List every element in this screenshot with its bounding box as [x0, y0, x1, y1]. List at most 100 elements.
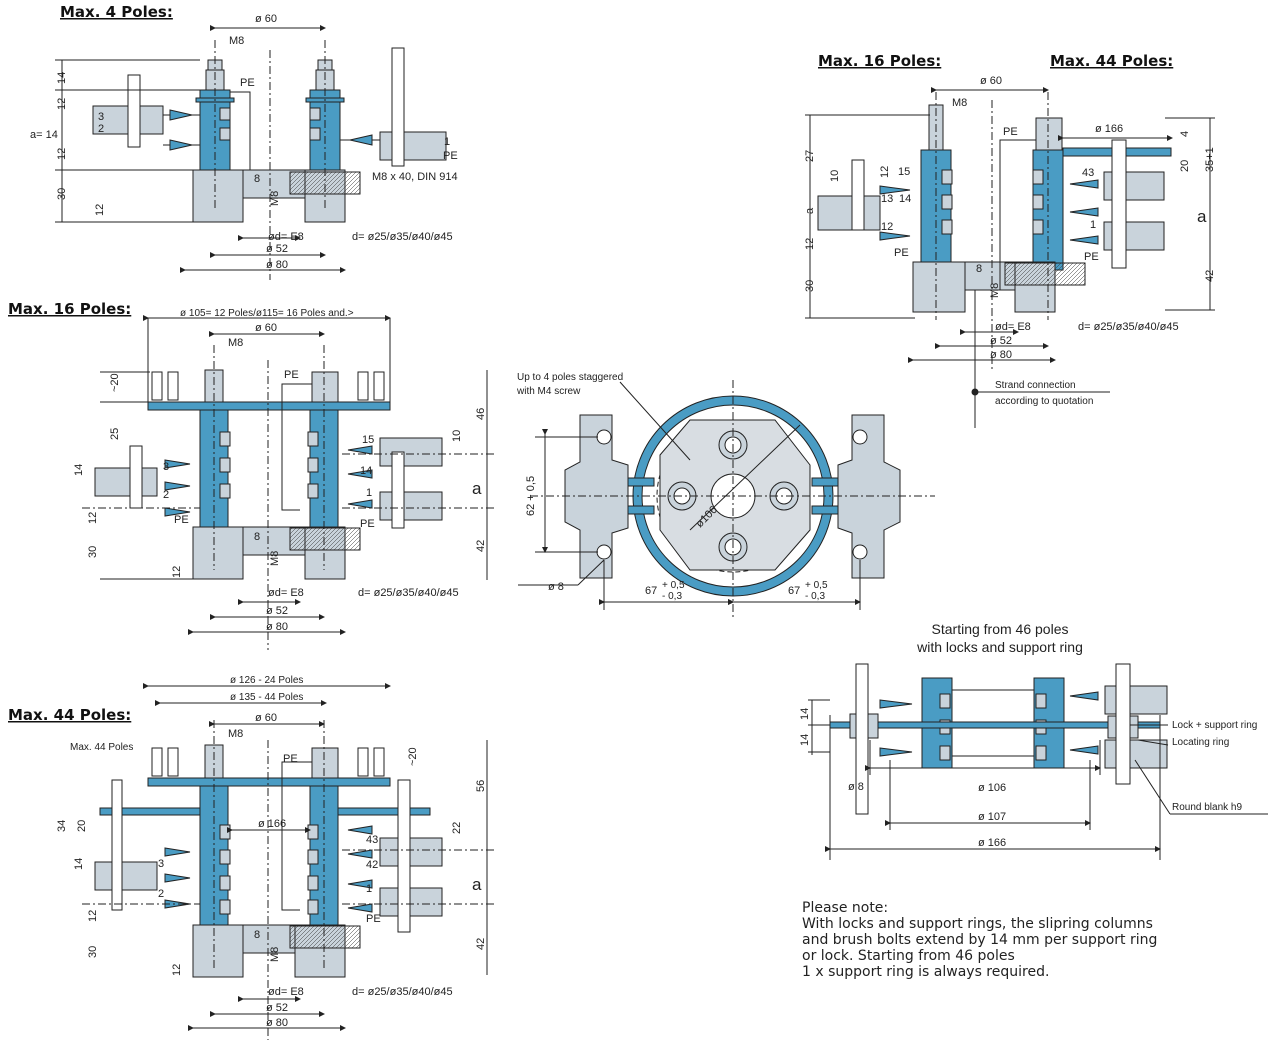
- label-round-blank: Round blank h9: [1172, 802, 1242, 813]
- dim-14-16: 14: [73, 464, 85, 476]
- dim-67-left: 67: [645, 585, 657, 597]
- tol-minus-right: - 0,3: [805, 591, 825, 602]
- dim-10-top: 10: [829, 170, 841, 182]
- drawing-max16-max44-top: [805, 87, 1215, 428]
- section-title-max4: Max. 4 Poles:: [60, 3, 173, 21]
- tol-plus-left: + 0,5: [662, 580, 685, 591]
- labels-support-ring: Lock + support ring Locating ring Round …: [799, 708, 1257, 849]
- label-lock-support: Lock + support ring: [1172, 720, 1257, 731]
- drawing-support-ring: [808, 663, 1268, 860]
- terminal-15-16: 15: [362, 434, 374, 446]
- terminal-3-44: 3: [158, 858, 164, 870]
- dim-a14: a= 14: [30, 129, 58, 141]
- dim-d-values-16: d= ø25/ø35/ø40/ø45: [358, 587, 459, 599]
- terminal-43-44: 43: [366, 834, 378, 846]
- drawing-max4-poles: [55, 25, 447, 280]
- dim-35: 35+1: [1204, 147, 1216, 172]
- labels-max44: ø 126 - 24 Poles ø 135 - 44 Poles ø 60 M…: [56, 675, 487, 1029]
- terminal-42-44: 42: [366, 859, 378, 871]
- dim-d-values: d= ø25/ø35/ø40/ø45: [352, 231, 453, 243]
- dim-12-16: 12: [87, 512, 99, 524]
- dim-20-16: ~20: [109, 373, 121, 392]
- dim-22-44: 22: [451, 822, 463, 834]
- dim-14-ring-b: 14: [799, 734, 811, 746]
- dim-8-16: 8: [254, 531, 260, 543]
- dim-12b-44: 12: [171, 964, 183, 976]
- dim-30-16: 30: [87, 546, 99, 558]
- terminal-2: 2: [98, 123, 104, 135]
- ring-title: Starting from 46 poles with locks and su…: [916, 621, 1083, 655]
- terminal-14-top: 14: [899, 193, 911, 205]
- terminal-3-16: 3: [163, 461, 169, 473]
- dim-34-44: 34: [56, 820, 68, 832]
- dim-30-44: 30: [87, 946, 99, 958]
- terminal-3: 3: [98, 111, 104, 123]
- dim-d52-44: ø 52: [266, 1002, 288, 1014]
- strand-quotation: according to quotation: [995, 396, 1093, 407]
- dim-a-16: a: [472, 479, 482, 498]
- dim-d8-top: ø 8: [548, 581, 564, 593]
- dim-12-top: 12: [56, 98, 68, 110]
- label-max44-poles: Max. 44 Poles: [70, 742, 133, 753]
- dim-d126: ø 126 - 24 Poles: [230, 675, 303, 686]
- dim-d60-16: ø 60: [255, 322, 277, 334]
- dim-20b-44: 20: [76, 820, 88, 832]
- dim-od-e8-top: ød= E8: [995, 321, 1031, 333]
- dim-d105: ø 105= 12 Poles/ø115= 16 Poles and.>: [180, 308, 354, 319]
- terminal-2-44: 2: [158, 888, 164, 900]
- dim-d52-top: ø 52: [990, 335, 1012, 347]
- dim-d-values-44: d= ø25/ø35/ø40/ø45: [352, 986, 453, 998]
- terminal-2-16: 2: [163, 489, 169, 501]
- dim-12-mid: 12: [56, 148, 68, 160]
- dim-d8-ring: ø 8: [848, 781, 864, 793]
- dim-8-44: 8: [254, 929, 260, 941]
- screw-spec: M8 x 40, DIN 914: [372, 171, 458, 183]
- label-pe-right: PE: [443, 150, 458, 162]
- label-pe: PE: [240, 77, 255, 89]
- dim-m8v-44: M8: [269, 947, 281, 962]
- dim-a-vertical: a: [804, 207, 816, 214]
- labels-max16-top: ø 60 M8 PE ø 166 4 20 35+1 27 10 a 12 15…: [804, 75, 1216, 407]
- ring-title-1: Starting from 46 poles: [932, 621, 1069, 637]
- dim-d60-top: ø 60: [980, 75, 1002, 87]
- terminal-15-top: 15: [898, 166, 910, 178]
- dim-d-values-top: d= ø25/ø35/ø40/ø45: [1078, 321, 1179, 333]
- dim-25-16: 25: [109, 428, 121, 440]
- dim-d80: ø 80: [266, 259, 288, 271]
- dim-20-44: ~20: [407, 747, 419, 766]
- terminal-13-top: 13: [881, 193, 893, 205]
- dim-m8v-top: M8: [989, 283, 1001, 298]
- dim-42-top: 42: [1204, 270, 1216, 282]
- section-title-max16: Max. 16 Poles:: [8, 300, 131, 318]
- dim-m8v-16: M8: [269, 551, 281, 566]
- dim-m8-top: M8: [952, 97, 967, 109]
- dim-67-right: 67: [788, 585, 800, 597]
- drawing-max44-poles: [82, 683, 495, 1040]
- dim-10-16: 10: [451, 430, 463, 442]
- dim-d107-ring: ø 107: [978, 811, 1006, 823]
- labels-max4: ø 60 M8 PE 3 2 1 PE a= 14 14 12 12 30 12…: [30, 13, 458, 271]
- dim-m8: M8: [229, 35, 244, 47]
- dim-14-44: 14: [73, 858, 85, 870]
- dim-12-bottom: 12: [94, 204, 106, 216]
- section-title-max44: Max. 44 Poles:: [8, 706, 131, 724]
- dim-d52: ø 52: [266, 243, 288, 255]
- dim-30-top: 30: [804, 280, 816, 292]
- dim-d60-44: ø 60: [255, 712, 277, 724]
- label-pe-left-16: PE: [174, 514, 189, 526]
- note-title: Please note:: [802, 900, 889, 916]
- dim-8: 8: [254, 173, 260, 185]
- label-pe-right-44: PE: [366, 913, 381, 925]
- note-last: 1 x support ring is always required.: [802, 964, 1050, 980]
- note-stagger-1: Up to 4 poles staggered: [517, 372, 623, 383]
- dim-d166-top: ø 166: [1095, 123, 1123, 135]
- ring-title-2: with locks and support ring: [916, 639, 1083, 655]
- terminal-43-top: 43: [1082, 167, 1094, 179]
- strand-connection: Strand connection: [995, 380, 1076, 391]
- dim-8-top: 8: [976, 263, 982, 275]
- dim-12b-16: 12: [171, 566, 183, 578]
- dim-46-16: 46: [475, 408, 487, 420]
- dim-4: 4: [1179, 131, 1191, 137]
